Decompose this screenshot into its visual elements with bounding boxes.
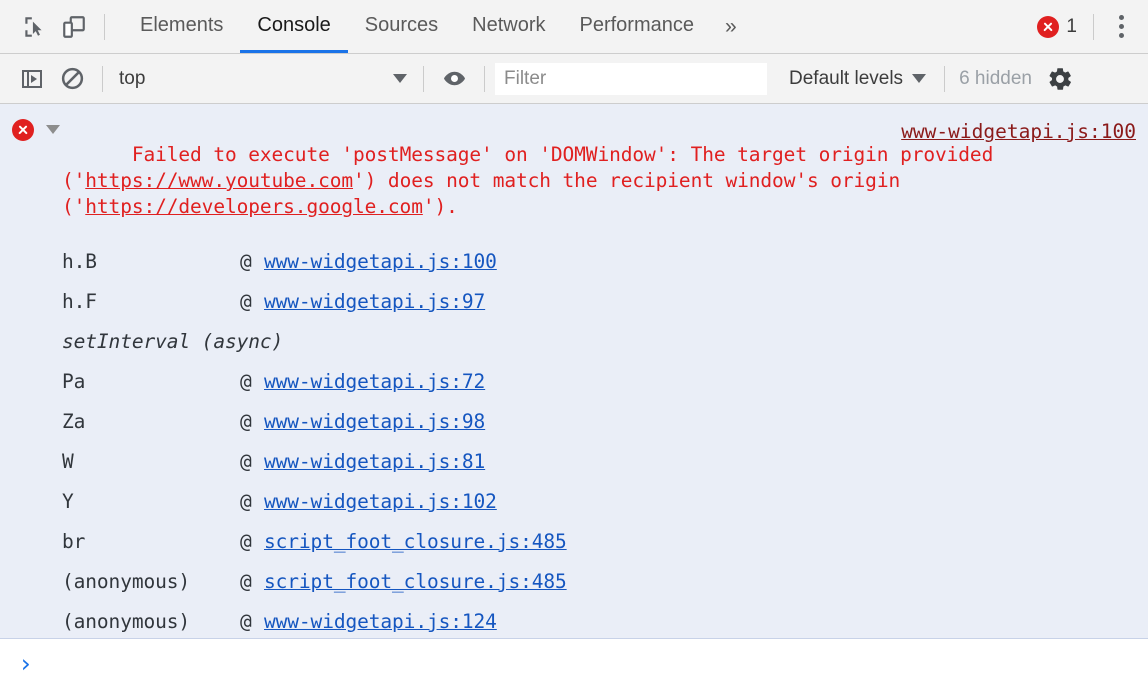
toolbar-divider-1 (102, 65, 103, 92)
tabbar-left-icons (0, 0, 115, 53)
error-source-link[interactable]: www-widgetapi.js:100 (901, 120, 1136, 143)
chevron-down-icon (393, 74, 407, 83)
console-sidebar-glyph (22, 69, 42, 88)
stack-frame-function: Pa (62, 370, 86, 393)
kebab-menu-icon[interactable] (1104, 10, 1138, 44)
error-count-label: 1 (1066, 15, 1077, 37)
error-link-target-origin[interactable]: https://www.youtube.com (85, 169, 354, 192)
kebab-dot (1118, 33, 1124, 38)
kebab-dot (1118, 24, 1124, 29)
stack-frame-location[interactable]: www-widgetapi.js:100 (264, 250, 497, 273)
prompt-chevron-icon: › (18, 649, 34, 678)
error-message-text: Failed to execute 'postMessage' on 'DOMW… (62, 116, 1148, 246)
stack-frame[interactable]: br @ script_foot_closure.js:485 (0, 530, 1148, 570)
disclosure-triangle-icon[interactable] (46, 125, 60, 134)
execution-context-select[interactable]: top (113, 62, 413, 96)
tabbar-right-controls: 1 (1031, 0, 1148, 53)
stack-frame[interactable]: Y @ www-widgetapi.js:102 (0, 490, 1148, 530)
stack-frame-function: setInterval (async) (62, 330, 284, 353)
toolbar-divider-2 (423, 65, 424, 92)
hidden-messages-count: 6 hidden (959, 67, 1032, 89)
console-error-message[interactable]: Failed to execute 'postMessage' on 'DOMW… (0, 104, 1148, 246)
inspect-element-glyph (25, 16, 42, 37)
eye-glyph (443, 71, 465, 86)
toolbar-divider-3 (484, 65, 485, 92)
stack-frame-function: (anonymous) (62, 570, 191, 593)
tabbar-divider (104, 13, 105, 40)
stack-frame-function: (anonymous) (62, 610, 191, 633)
stack-frame[interactable]: h.F @ www-widgetapi.js:97 (0, 290, 1148, 330)
stack-frame-function: Y (62, 490, 74, 513)
stack-frame[interactable]: h.B @ www-widgetapi.js:100 (0, 250, 1148, 290)
tab-performance[interactable]: Performance (579, 13, 695, 36)
stack-frame[interactable]: W @ www-widgetapi.js:81 (0, 450, 1148, 490)
stack-frame-at: @ (240, 450, 252, 473)
console-toolbar: top Default levels 6 hidden (0, 54, 1148, 104)
stack-frame-location[interactable]: www-widgetapi.js:124 (264, 610, 497, 633)
log-levels-value: Default levels (789, 67, 904, 89)
stack-frame-function: W (62, 450, 74, 473)
stack-frame-location[interactable]: www-widgetapi.js:72 (264, 370, 486, 393)
chevron-down-icon (912, 74, 927, 83)
error-circle-icon (12, 119, 34, 141)
stack-frame-location[interactable]: www-widgetapi.js:81 (264, 450, 486, 473)
console-prompt-row[interactable]: › (0, 639, 1148, 688)
error-text-part: ') does not match the recipient window's… (62, 169, 912, 218)
stack-frame-location[interactable]: script_foot_closure.js:485 (264, 570, 567, 593)
stack-frame-location[interactable]: www-widgetapi.js:102 (264, 490, 497, 513)
stack-frame-location[interactable]: www-widgetapi.js:97 (264, 290, 486, 313)
panel-tabs: Elements Console Sources Network Perform… (123, 0, 751, 53)
tabbar-right-divider (1093, 13, 1094, 40)
stack-frame-at: @ (240, 610, 252, 633)
stack-frame-at: @ (240, 530, 252, 553)
stack-frame-at: @ (240, 410, 252, 433)
stack-trace: h.B @ www-widgetapi.js:100 h.F @ www-wid… (0, 246, 1148, 638)
stack-frame-at: @ (240, 490, 252, 513)
stack-frame-location[interactable]: www-widgetapi.js:98 (264, 410, 486, 433)
stack-frame[interactable]: Pa @ www-widgetapi.js:72 (0, 370, 1148, 410)
tab-console[interactable]: Console (240, 0, 348, 53)
console-prompt-input[interactable] (33, 639, 1148, 688)
error-icon-column (0, 116, 46, 246)
clear-console-icon[interactable] (52, 59, 92, 99)
tab-elements[interactable]: Elements (140, 13, 224, 36)
stack-frame-location[interactable]: script_foot_closure.js:485 (264, 530, 567, 553)
live-expression-eye-icon[interactable] (434, 59, 474, 99)
error-text-part: Failed to execute 'postMessage' on 'DOMW… (62, 143, 1005, 192)
error-count-badge[interactable]: 1 (1031, 15, 1083, 38)
clear-console-glyph (61, 67, 83, 90)
device-toolbar-icon[interactable] (54, 7, 94, 47)
tab-network[interactable]: Network (472, 13, 546, 36)
stack-frame-at: @ (240, 250, 252, 273)
gear-glyph (1049, 67, 1071, 90)
kebab-dot (1118, 15, 1124, 20)
stack-frame-function: h.F (62, 290, 97, 313)
stack-frame-function: br (62, 530, 86, 553)
console-message-area[interactable]: Failed to execute 'postMessage' on 'DOMW… (0, 104, 1148, 639)
console-sidebar-icon[interactable] (12, 59, 52, 99)
execution-context-value: top (119, 67, 146, 89)
filter-input[interactable] (495, 62, 767, 95)
error-circle-icon (1037, 15, 1060, 38)
tab-sources[interactable]: Sources (364, 13, 439, 36)
gear-icon[interactable] (1042, 61, 1078, 97)
stack-frame-at: @ (240, 570, 252, 593)
more-tabs-icon[interactable]: » (725, 14, 737, 38)
stack-frame-at: @ (240, 370, 252, 393)
devtools-tabbar: Elements Console Sources Network Perform… (0, 0, 1148, 54)
stack-frame[interactable]: (anonymous) @ script_foot_closure.js:485 (0, 570, 1148, 610)
stack-frame-at: @ (240, 290, 252, 313)
inspect-element-icon[interactable] (14, 7, 54, 47)
toolbar-divider-4 (944, 65, 946, 92)
log-levels-select[interactable]: Default levels (781, 68, 934, 90)
stack-frame-function: h.B (62, 250, 97, 273)
error-text-part: '). (422, 195, 458, 218)
stack-frame-async-marker: setInterval (async) (0, 330, 1148, 370)
stack-frame-function: Za (62, 410, 86, 433)
device-toolbar-glyph (63, 15, 85, 38)
error-link-recipient-origin[interactable]: https://developers.google.com (85, 195, 423, 218)
stack-frame[interactable]: Za @ www-widgetapi.js:98 (0, 410, 1148, 450)
stack-frame[interactable]: (anonymous) @ www-widgetapi.js:124 (0, 610, 1148, 638)
